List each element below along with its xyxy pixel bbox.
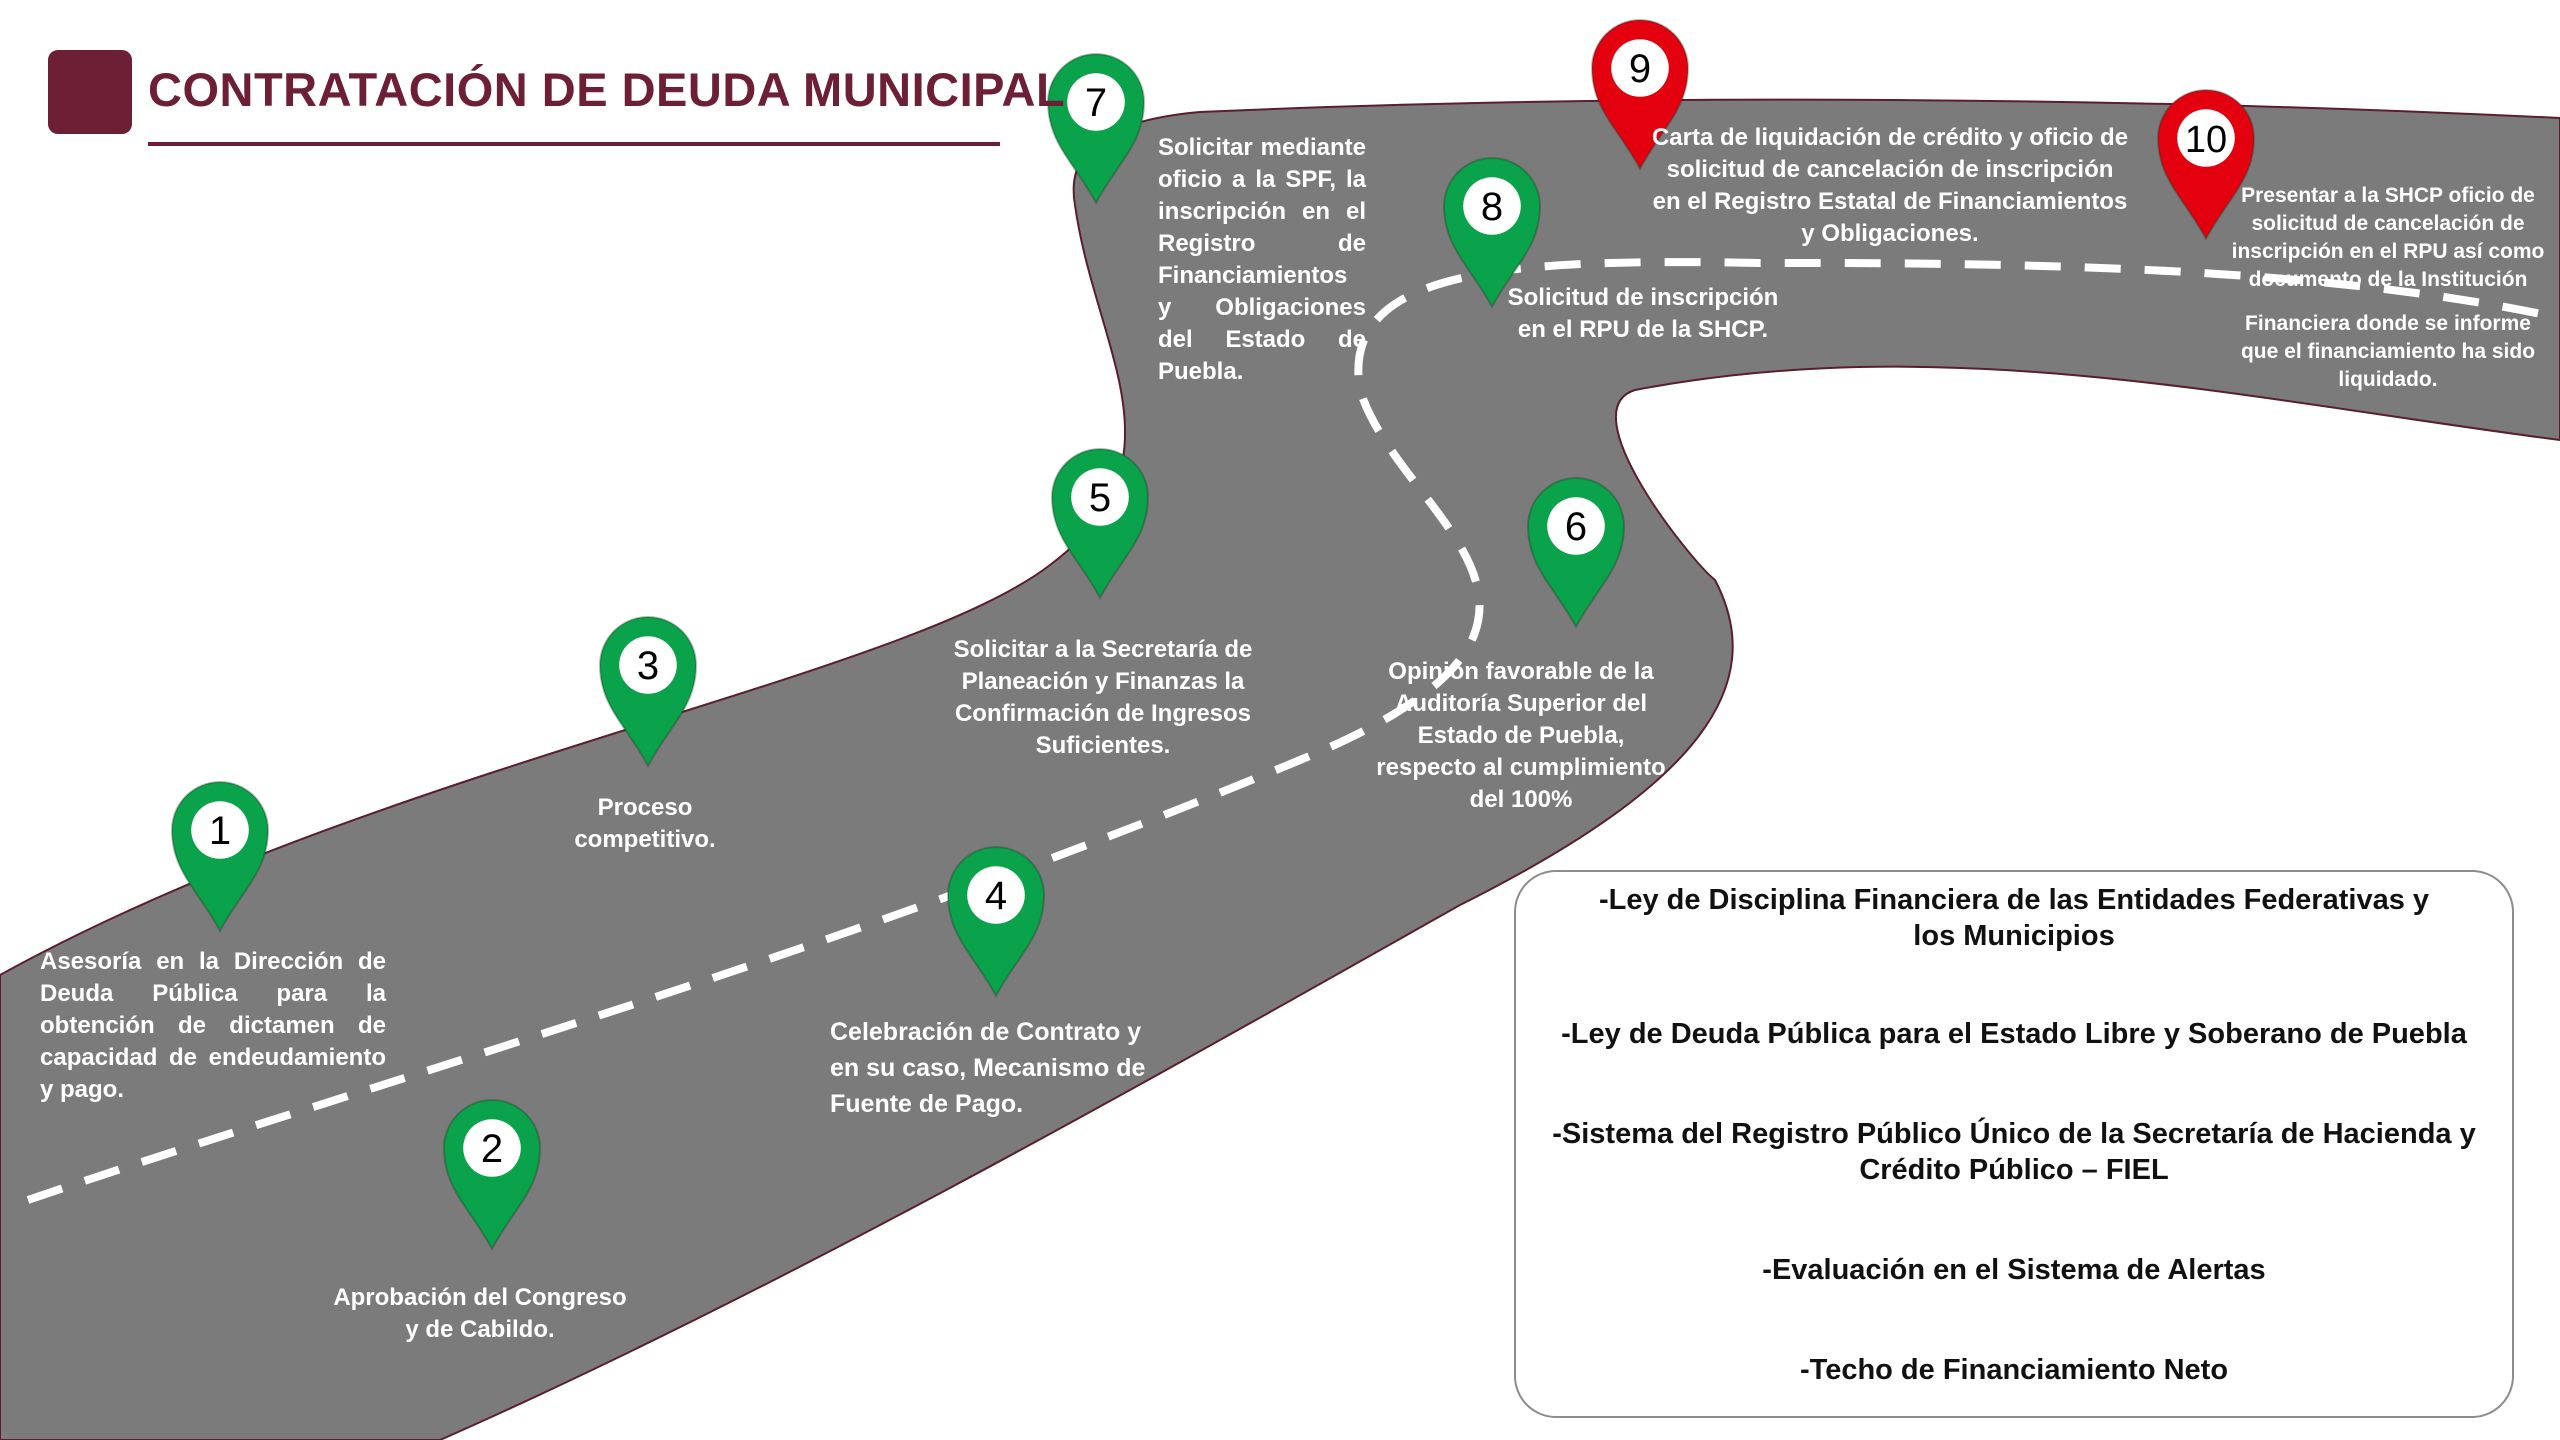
legal-item-2: -Ley de Deuda Pública para el Estado Lib… — [1561, 1018, 2467, 1050]
step-10-label: Presentar a la SHCP oficio de solicitud … — [2231, 184, 2545, 291]
pin-number-disc — [463, 1119, 521, 1177]
step-6-label: Opinión favorable de la Auditoría Superi… — [1376, 658, 1666, 813]
map-pin-3: 3 — [598, 616, 698, 768]
pin-number-disc — [967, 866, 1025, 924]
map-pin-1: 1 — [170, 781, 270, 933]
step-9-label: Carta de liquidación de crédito y oficio… — [1651, 124, 2129, 247]
pin-number-disc — [1611, 39, 1669, 97]
pin-number-3: 3 — [637, 644, 659, 688]
step-2-label: Aprobación del Congreso y de Cabildo. — [333, 1284, 627, 1343]
map-pin-7: 7 — [1046, 53, 1146, 205]
pin-number-9: 9 — [1629, 47, 1651, 91]
legal-item-1: -Ley de Disciplina Financiera de las Ent… — [1598, 884, 2430, 952]
pin-number-disc — [191, 801, 249, 859]
title-underline — [148, 142, 1000, 146]
pin-number-6: 6 — [1565, 505, 1587, 549]
map-pin-2: 2 — [442, 1099, 542, 1251]
page-title: CONTRATACIÓN DE DEUDA MUNICIPAL — [148, 63, 1066, 116]
step-3-label: Proceso competitivo. — [574, 794, 716, 853]
pin-number-10: 10 — [2185, 119, 2227, 161]
map-pin-10: 10 — [2156, 89, 2256, 241]
map-pin-5: 5 — [1050, 448, 1150, 600]
map-pin-4: 4 — [946, 846, 1046, 998]
pin-number-5: 5 — [1089, 476, 1111, 520]
pin-number-disc — [2177, 109, 2235, 167]
step-8-label: Solicitud de inscripción en el RPU de la… — [1507, 284, 1779, 343]
map-pin-6: 6 — [1526, 477, 1626, 629]
pin-number-disc — [1547, 497, 1605, 555]
pin-number-disc — [1463, 177, 1521, 235]
pin-number-1: 1 — [209, 809, 231, 853]
legal-item-4: -Evaluación en el Sistema de Alertas — [1762, 1254, 2266, 1286]
road-center-line — [26, 258, 2560, 1204]
legal-framework-box: -Ley de Disciplina Financiera de las Ent… — [1514, 870, 2514, 1418]
pin-number-2: 2 — [481, 1127, 503, 1171]
pin-number-7: 7 — [1085, 81, 1107, 125]
step-4-label: Celebración de Contrato y en su caso, Me… — [830, 1018, 1146, 1118]
title-square — [48, 50, 132, 134]
pin-number-disc — [1067, 73, 1125, 131]
step-1-label: Asesoría en la Dirección de Deuda Públic… — [40, 948, 386, 1103]
legal-item-5: -Techo de Financiamiento Neto — [1799, 1354, 2229, 1386]
pin-number-4: 4 — [985, 874, 1007, 918]
legal-item-3: -Sistema del Registro Público Único de l… — [1552, 1118, 2476, 1186]
map-pin-8: 8 — [1442, 157, 1542, 309]
pin-number-disc — [619, 636, 677, 694]
step-10-label-continued: Financiera donde se informe que el finan… — [2240, 312, 2536, 391]
pin-number-disc — [1071, 468, 1129, 526]
map-pin-9: 9 — [1590, 19, 1690, 171]
step-7-label: Solicitar mediante oficio a la SPF, la i… — [1158, 134, 1366, 385]
pin-number-8: 8 — [1481, 185, 1503, 229]
step-5-label: Solicitar a la Secretaría de Planeación … — [953, 636, 1253, 759]
